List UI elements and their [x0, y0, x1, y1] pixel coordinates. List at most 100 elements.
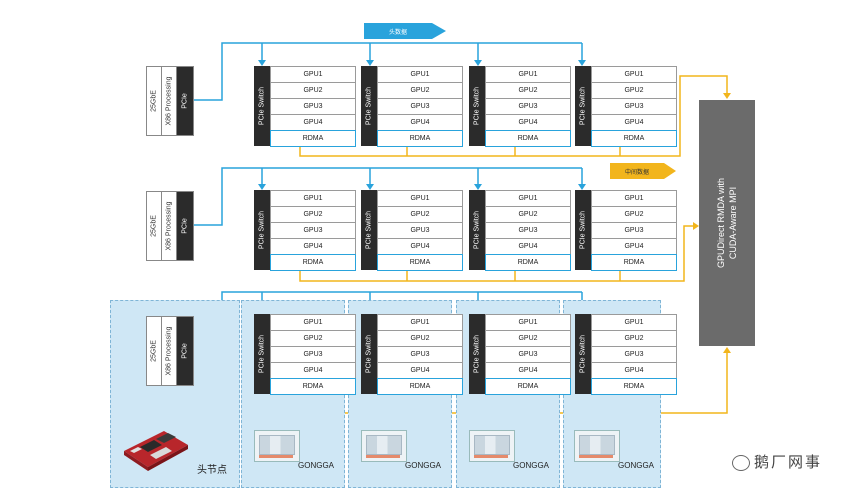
gpu-cell: GPU3	[377, 98, 463, 114]
pcie-switch: PCIe Switch	[575, 66, 591, 146]
mpi-box: GPUDirect RMDA with CUDA-Aware MPI	[699, 100, 755, 346]
gpu-cell: GPU2	[485, 82, 571, 98]
pcie-switch: PCIe Switch	[254, 314, 270, 394]
pcie-switch: PCIe Switch	[361, 66, 377, 146]
gongga-server-image	[469, 430, 515, 462]
gpu-cell: GPU2	[377, 82, 463, 98]
gpu-cell: GPU2	[485, 330, 571, 346]
rdma-cell: RDMA	[591, 254, 677, 271]
gongga-server-image	[574, 430, 620, 462]
gpu-cell: GPU1	[377, 314, 463, 330]
gpu-cell: GPU3	[270, 346, 356, 362]
mpi-line2: CUDA-Aware MPI	[728, 186, 738, 260]
blue-arrowhead	[474, 184, 482, 190]
gpu-cell: GPU1	[377, 66, 463, 82]
blue-connector	[193, 42, 582, 101]
watermark-text: 鹅厂网事	[754, 454, 823, 471]
gpu-cell: GPU3	[485, 346, 571, 362]
head-node-caption: 头节点	[197, 465, 227, 476]
gpu-cell: GPU2	[270, 330, 356, 346]
wechat-icon	[732, 455, 750, 472]
blue-arrowhead	[258, 184, 266, 190]
host-box: 25GbE X86 Processing PCIe	[146, 66, 194, 136]
pcie-label: PCIe	[181, 218, 189, 234]
gpu-cell: GPU4	[591, 238, 677, 254]
pcie-switch: PCIe Switch	[254, 66, 270, 146]
gpu-cell: GPU4	[377, 362, 463, 378]
blue-arrowhead	[578, 184, 586, 190]
pcie-switch-label: PCIe Switch	[365, 334, 373, 374]
gpu-cell: GPU2	[270, 82, 356, 98]
gpu-cell: GPU3	[377, 222, 463, 238]
yellow-arrowhead	[723, 93, 731, 99]
pcie-switch: PCIe Switch	[254, 190, 270, 270]
rdma-cell: RDMA	[377, 378, 463, 395]
pcie-switch: PCIe Switch	[361, 190, 377, 270]
rdma-cell: RDMA	[591, 130, 677, 147]
pcie-switch: PCIe Switch	[575, 314, 591, 394]
blue-arrowhead	[474, 60, 482, 66]
rdma-cell: RDMA	[485, 378, 571, 395]
eth-label: 25GbE	[150, 90, 158, 112]
watermark: 鹅厂网事	[732, 451, 822, 472]
pcie-switch-label: PCIe Switch	[579, 86, 587, 126]
pcie-switch: PCIe Switch	[469, 314, 485, 394]
cpu-label: X86 Processing	[165, 201, 173, 251]
gpu-cell: GPU4	[591, 362, 677, 378]
yellow-arrowhead	[723, 347, 731, 353]
blue-arrowhead	[366, 184, 374, 190]
head-data-label: 头数据	[388, 30, 407, 36]
rdma-cell: RDMA	[270, 130, 356, 147]
rdma-cell: RDMA	[591, 378, 677, 395]
gongga-server-image	[254, 430, 300, 462]
gpu-cell: GPU1	[591, 190, 677, 206]
gpu-cell: GPU2	[485, 206, 571, 222]
yellow-arrowhead	[693, 222, 699, 230]
gpu-cell: GPU4	[270, 238, 356, 254]
pcie-switch: PCIe Switch	[361, 314, 377, 394]
gpu-cell: GPU1	[270, 190, 356, 206]
gpu-cell: GPU1	[270, 314, 356, 330]
pcie-label: PCIe	[181, 93, 189, 109]
gpu-cell: GPU3	[377, 346, 463, 362]
gpu-cell: GPU4	[377, 238, 463, 254]
gpu-cell: GPU1	[485, 190, 571, 206]
gpu-cell: GPU4	[485, 238, 571, 254]
gpu-cell: GPU4	[270, 114, 356, 130]
rdma-cell: RDMA	[270, 254, 356, 271]
gpu-cell: GPU2	[377, 330, 463, 346]
rdma-cell: RDMA	[485, 130, 571, 147]
gongga-label: GONGGA	[405, 461, 442, 470]
blue-connector	[193, 167, 582, 226]
gpu-cell: GPU4	[591, 114, 677, 130]
blue-arrowhead	[258, 60, 266, 66]
eth-label: 25GbE	[150, 215, 158, 237]
pcie-switch: PCIe Switch	[469, 190, 485, 270]
gpu-cell: GPU2	[591, 82, 677, 98]
rdma-cell: RDMA	[485, 254, 571, 271]
mpi-line1: GPUDirect RMDA with	[716, 177, 726, 269]
gpu-cell: GPU3	[485, 98, 571, 114]
pcie-switch-label: PCIe Switch	[258, 210, 266, 250]
head-data-arrow: 头数据	[364, 23, 446, 39]
pcie-switch-label: PCIe Switch	[473, 334, 481, 374]
mid-data-arrow: 中间数据	[610, 163, 676, 179]
pcie-label: PCIe	[181, 343, 189, 359]
gpu-cell: GPU3	[485, 222, 571, 238]
gpu-cell: GPU1	[485, 314, 571, 330]
